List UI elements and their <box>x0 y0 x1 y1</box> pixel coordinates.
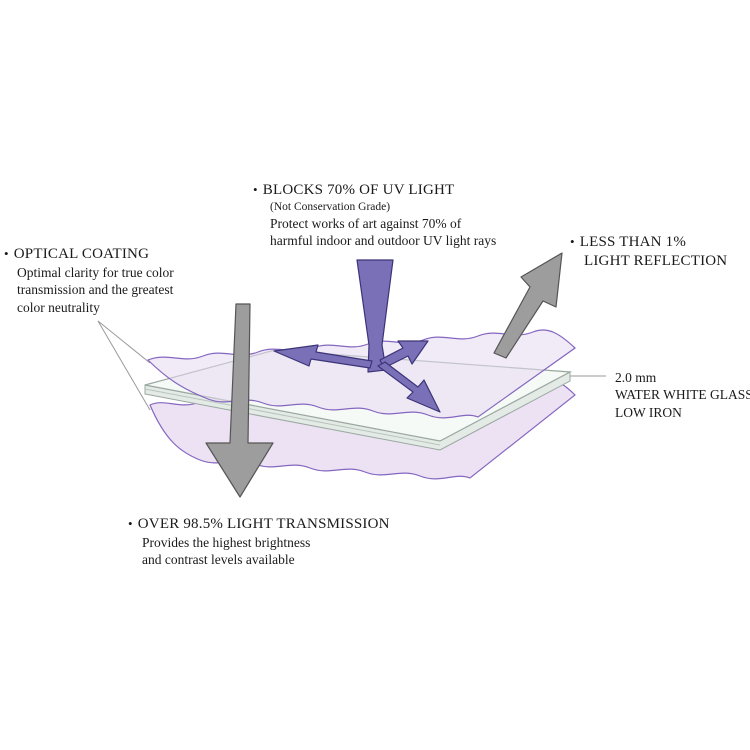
transmission-callout: • OVER 98.5% LIGHT TRANSMISSION Provides … <box>128 515 390 569</box>
glass-type: WATER WHITE GLASS <box>615 387 750 403</box>
leader-line-coating-bottom <box>97 320 151 411</box>
transmission-title: OVER 98.5% LIGHT TRANSMISSION <box>137 516 390 532</box>
glass-edge-line <box>144 388 441 446</box>
reflection-arrow <box>493 252 563 359</box>
optical-coating-line-1: Optimal clarity for true color <box>17 265 174 281</box>
optical-coating-line-3: color neutrality <box>17 299 100 315</box>
bullet: • <box>4 246 9 261</box>
bullet: • <box>253 182 258 197</box>
transmission-line-1: Provides the highest brightness <box>142 535 311 551</box>
transmission-line-2: and contrast levels available <box>142 552 295 568</box>
bullet: • <box>128 516 133 531</box>
glass-spec-callout: 2.0 mm WATER WHITE GLASS LOW IRON <box>615 369 750 421</box>
uv-block-callout: • BLOCKS 70% OF UV LIGHT (Not Conservatio… <box>253 181 496 249</box>
optical-coating-line-2: transmission and the greatest <box>17 282 174 298</box>
uv-block-line-2: harmful indoor and outdoor UV light rays <box>270 233 497 249</box>
uv-arrow-branch-left <box>273 344 373 369</box>
glass-thickness: 2.0 mm <box>615 370 657 385</box>
uv-arrow-branch-down <box>377 361 441 413</box>
uv-block-title: BLOCKS 70% OF UV LIGHT <box>262 182 455 198</box>
optical-coating-callout: • OPTICAL COATING Optimal clarity for tru… <box>4 245 174 316</box>
leader-line-coating-top <box>97 320 151 364</box>
uv-block-note: (Not Conservation Grade) <box>270 201 391 214</box>
reflection-line-1: LESS THAN 1% <box>579 234 687 250</box>
reflection-line-2: LIGHT REFLECTION <box>584 253 728 270</box>
top-coating-layer <box>146 329 576 419</box>
reflection-callout: • LESS THAN 1% LIGHT REFLECTION <box>570 233 727 271</box>
bullet: • <box>570 234 575 249</box>
glass-iron: LOW IRON <box>615 404 682 420</box>
uv-block-line-1: Protect works of art against 70% of <box>270 215 462 231</box>
transmission-arrow <box>205 303 274 498</box>
optical-coating-title: OPTICAL COATING <box>13 246 150 262</box>
